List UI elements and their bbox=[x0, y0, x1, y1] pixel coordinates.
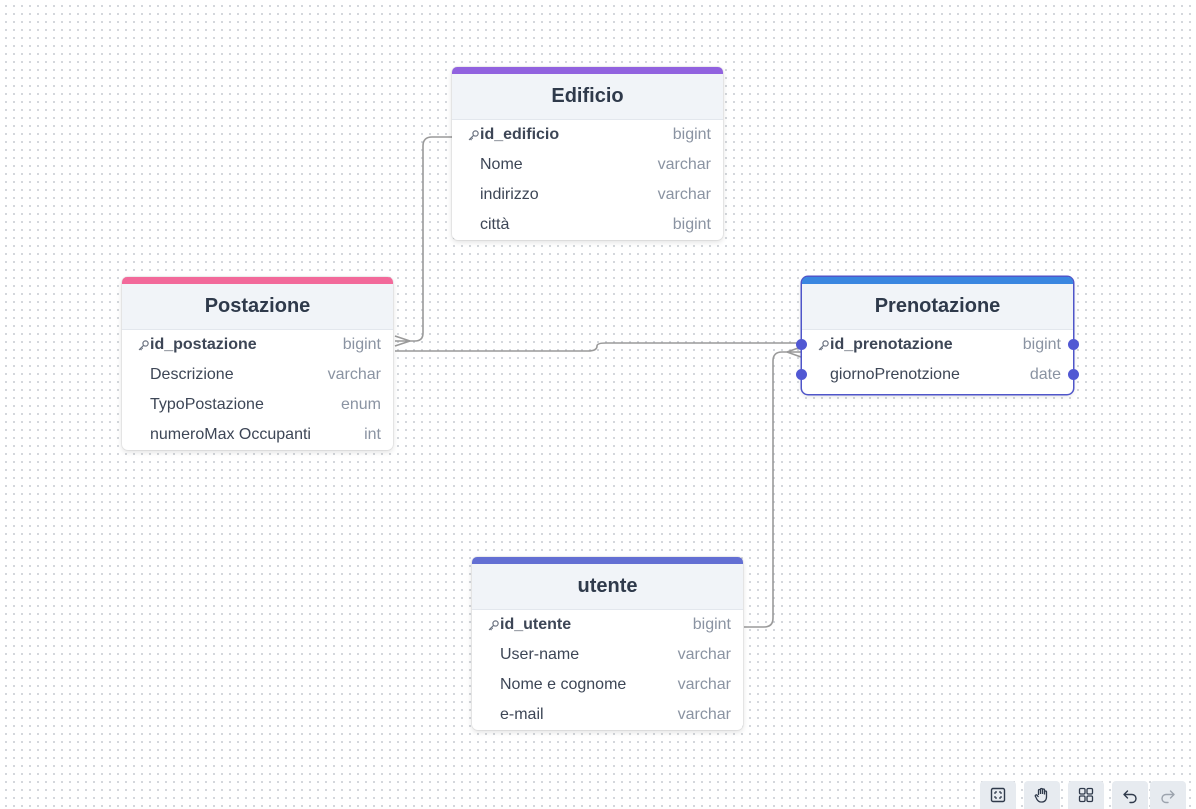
key-icon bbox=[122, 339, 150, 352]
table-utente[interactable]: utente id_utente bigint User-name varcha… bbox=[472, 557, 743, 730]
table-accent-bar bbox=[452, 67, 723, 74]
key-icon bbox=[472, 619, 500, 632]
column-row[interactable]: e-mail varchar bbox=[472, 700, 743, 730]
column-type: bigint bbox=[672, 216, 711, 233]
column-row[interactable]: id_edificio bigint bbox=[452, 120, 723, 150]
column-row[interactable]: TypoPostazione enum bbox=[122, 390, 393, 420]
column-type: varchar bbox=[677, 706, 731, 723]
grid-layout-icon bbox=[1078, 787, 1094, 803]
column-type: varchar bbox=[657, 186, 711, 203]
table-title: Prenotazione bbox=[802, 284, 1073, 330]
column-name: id_edificio bbox=[480, 126, 560, 143]
edge-utente-prenotazione[interactable] bbox=[744, 351, 801, 628]
table-edificio[interactable]: Edificio id_edificio bigint Nome varchar… bbox=[452, 67, 723, 240]
undo-button[interactable] bbox=[1112, 781, 1148, 809]
column-row[interactable]: id_prenotazione bigint bbox=[796, 330, 1079, 360]
table-title: utente bbox=[472, 564, 743, 610]
column-row[interactable]: User-name varchar bbox=[472, 640, 743, 670]
column-row[interactable]: id_postazione bigint bbox=[122, 330, 393, 360]
column-name: numeroMax Occupanti bbox=[150, 426, 311, 443]
edge-postazione-prenotazione[interactable] bbox=[395, 342, 801, 352]
column-name: indirizzo bbox=[480, 186, 539, 203]
column-name: giornoPrenotzione bbox=[830, 366, 960, 383]
column-row[interactable]: Nome e cognome varchar bbox=[472, 670, 743, 700]
column-name: Nome bbox=[480, 156, 523, 173]
canvas-toolbar bbox=[980, 781, 1186, 809]
column-row[interactable]: giornoPrenotzione date bbox=[796, 360, 1079, 390]
redo-button[interactable] bbox=[1150, 781, 1186, 809]
column-type: bigint bbox=[342, 336, 381, 353]
undo-icon bbox=[1123, 790, 1137, 804]
column-type: int bbox=[364, 426, 381, 443]
column-row[interactable]: Nome varchar bbox=[452, 150, 723, 180]
table-accent-bar bbox=[122, 277, 393, 284]
column-name: città bbox=[480, 216, 510, 233]
column-name: TypoPostazione bbox=[150, 396, 264, 413]
table-postazione[interactable]: Postazione id_postazione bigint Descrizi… bbox=[122, 277, 393, 450]
key-icon bbox=[802, 339, 830, 352]
column-type: varchar bbox=[677, 646, 731, 663]
column-name: id_prenotazione bbox=[830, 336, 953, 353]
column-type: date bbox=[1029, 366, 1061, 383]
connection-handle[interactable] bbox=[1068, 369, 1079, 380]
column-row[interactable]: indirizzo varchar bbox=[452, 180, 723, 210]
key-icon bbox=[452, 129, 480, 142]
auto-layout-button[interactable] bbox=[1068, 781, 1104, 809]
pan-mode-button[interactable] bbox=[1024, 781, 1060, 809]
crowfoot-postazione-edificio bbox=[394, 335, 411, 347]
column-name: User-name bbox=[500, 646, 580, 663]
column-name: Nome e cognome bbox=[500, 676, 627, 693]
column-type: enum bbox=[340, 396, 381, 413]
column-row[interactable]: Descrizione varchar bbox=[122, 360, 393, 390]
column-type: bigint bbox=[1022, 336, 1061, 353]
column-name: id_utente bbox=[500, 616, 572, 633]
connection-handle[interactable] bbox=[796, 339, 807, 350]
table-title: Postazione bbox=[122, 284, 393, 330]
column-name: id_postazione bbox=[150, 336, 257, 353]
column-row[interactable]: id_utente bigint bbox=[472, 610, 743, 640]
fit-view-icon bbox=[990, 787, 1006, 803]
column-type: bigint bbox=[672, 126, 711, 143]
history-group bbox=[1112, 781, 1186, 809]
table-title: Edificio bbox=[452, 74, 723, 120]
fit-view-button[interactable] bbox=[980, 781, 1016, 809]
table-prenotazione[interactable]: Prenotazione id_prenotazione bigint gior… bbox=[796, 277, 1079, 394]
redo-icon bbox=[1161, 790, 1175, 804]
column-name: Descrizione bbox=[150, 366, 234, 383]
table-accent-bar bbox=[802, 277, 1073, 284]
column-type: varchar bbox=[327, 366, 381, 383]
hand-pan-icon bbox=[1034, 787, 1048, 803]
table-accent-bar bbox=[472, 557, 743, 564]
column-type: varchar bbox=[657, 156, 711, 173]
connection-handle[interactable] bbox=[796, 369, 807, 380]
column-name: e-mail bbox=[500, 706, 544, 723]
column-type: bigint bbox=[692, 616, 731, 633]
column-row[interactable]: numeroMax Occupanti int bbox=[122, 420, 393, 450]
column-type: varchar bbox=[677, 676, 731, 693]
edge-edificio-postazione[interactable] bbox=[395, 136, 452, 342]
column-row[interactable]: città bigint bbox=[452, 210, 723, 240]
connection-handle[interactable] bbox=[1068, 339, 1079, 350]
